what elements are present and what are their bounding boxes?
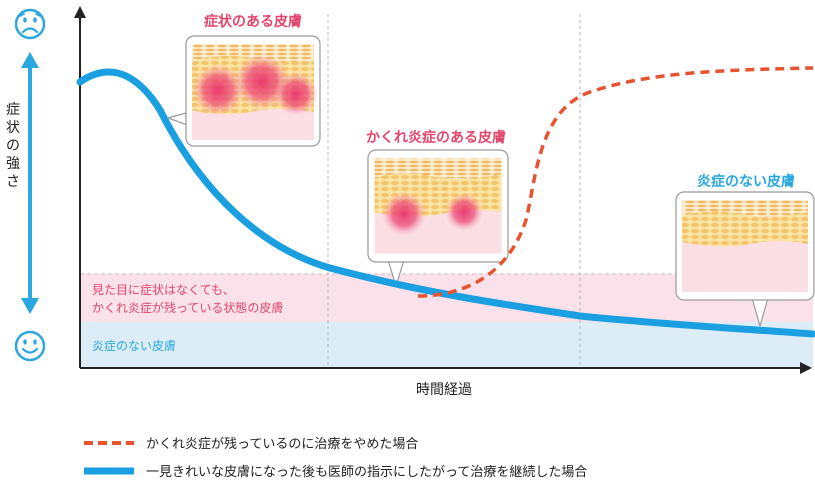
- band-none-label: 炎症のない皮膚: [92, 338, 176, 353]
- band-no-inflammation: [80, 322, 813, 368]
- y-axis-label-char: 状: [6, 120, 20, 136]
- y-axis-label-char: 強: [6, 156, 20, 172]
- y-axis-label: 症状の強さ: [6, 102, 20, 190]
- x-axis-arrowhead: [800, 362, 812, 374]
- smile-face-icon: [14, 330, 46, 362]
- y-axis-label-char: さ: [6, 174, 20, 190]
- y-axis-arrowhead: [74, 6, 86, 18]
- sad-face-icon: [14, 8, 46, 40]
- series-continued-treatment-line: [76, 68, 815, 338]
- x-axis-label: 時間経過: [416, 382, 472, 398]
- series-stopped-treatment-line: [417, 66, 814, 298]
- y-axis-label-char: の: [6, 138, 20, 154]
- intensity-arrow-top: [21, 52, 39, 68]
- y-axis-label-char: 症: [6, 102, 20, 118]
- skin-illustration-hidden: [367, 149, 509, 289]
- skin-illustration-clear: [675, 191, 815, 329]
- intensity-arrow-bottom: [21, 298, 39, 314]
- skin-illustration-symptomatic: [166, 35, 321, 147]
- band-hidden-label-line1: 見た目に症状はなくても、: [92, 282, 235, 297]
- legend-label-stopped: かくれ炎症が残っているのに治療をやめた場合: [146, 437, 418, 452]
- stage-title-symptomatic: 症状のある皮膚: [204, 13, 302, 30]
- band-hidden-label-line2: かくれ炎症が残っている状態の皮膚: [92, 300, 283, 315]
- stage-title-hidden: かくれ炎症のある皮膚: [366, 129, 506, 146]
- legend-label-continued: 一見きれいな皮膚になった後も医師の指示にしたがって治療を継続した場合: [146, 464, 587, 480]
- stage-title-clear: 炎症のない皮膚: [697, 173, 795, 190]
